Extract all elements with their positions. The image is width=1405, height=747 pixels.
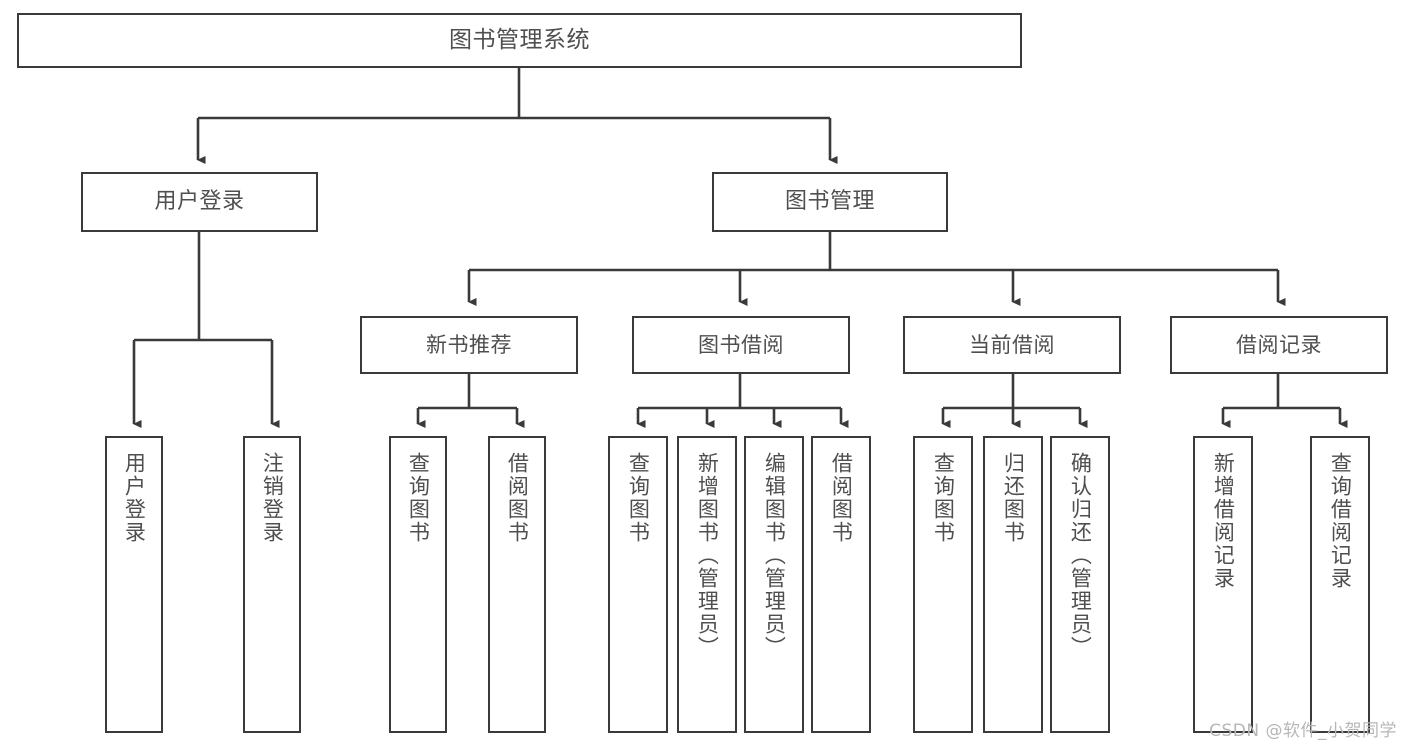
leaf-user-login-login[interactable]: 用户登录 [105,436,163,733]
leaf-label: 借阅图书 [505,452,530,544]
leaf-new-book-query[interactable]: 查询图书 [389,436,447,733]
node-current-borrow-label: 当前借阅 [969,332,1055,357]
leaf-current-borrow-query[interactable]: 查询图书 [913,436,973,733]
node-user-login-label: 用户登录 [154,189,245,215]
leaf-label: 查询图书 [931,452,956,544]
node-book-management-label: 图书管理 [784,189,875,215]
node-user-login[interactable]: 用户登录 [81,172,318,232]
leaf-new-book-borrow[interactable]: 借阅图书 [488,436,546,733]
node-root[interactable]: 图书管理系统 [17,13,1022,68]
node-book-borrow-label: 图书借阅 [698,332,784,357]
leaf-borrow-record-add[interactable]: 新增借阅记录 [1193,436,1253,733]
leaf-label: 注销登录 [260,452,285,544]
leaf-label: 新增借阅记录 [1211,452,1236,590]
leaf-user-login-logout[interactable]: 注销登录 [243,436,301,733]
leaf-label: 新增图书（管理员） [695,452,720,659]
node-current-borrow[interactable]: 当前借阅 [903,316,1121,374]
leaf-book-borrow-borrow[interactable]: 借阅图书 [811,436,871,733]
leaf-label: 借阅图书 [829,452,854,544]
leaf-label: 查询图书 [626,452,651,544]
node-new-book-recommend[interactable]: 新书推荐 [360,316,578,374]
leaf-book-borrow-add[interactable]: 新增图书（管理员） [677,436,737,733]
leaf-borrow-record-query[interactable]: 查询借阅记录 [1310,436,1370,733]
leaf-book-borrow-query[interactable]: 查询图书 [608,436,668,733]
watermark-text: CSDN @软件_小贺同学 [1209,721,1397,741]
leaf-current-borrow-return[interactable]: 归还图书 [983,436,1043,733]
leaf-label: 编辑图书（管理员） [762,452,787,659]
node-borrow-record[interactable]: 借阅记录 [1170,316,1388,374]
leaf-book-borrow-edit[interactable]: 编辑图书（管理员） [744,436,804,733]
leaf-label: 归还图书 [1001,452,1026,544]
leaf-label: 确认归还（管理员） [1068,452,1093,659]
node-new-book-recommend-label: 新书推荐 [426,332,512,357]
leaf-label: 查询借阅记录 [1328,452,1353,590]
leaf-label: 用户登录 [122,452,147,544]
node-book-management[interactable]: 图书管理 [712,172,948,232]
node-borrow-record-label: 借阅记录 [1236,332,1322,357]
node-book-borrow[interactable]: 图书借阅 [632,316,850,374]
node-root-label: 图书管理系统 [449,27,590,54]
leaf-label: 查询图书 [406,452,431,544]
leaf-current-borrow-confirm[interactable]: 确认归还（管理员） [1050,436,1110,733]
